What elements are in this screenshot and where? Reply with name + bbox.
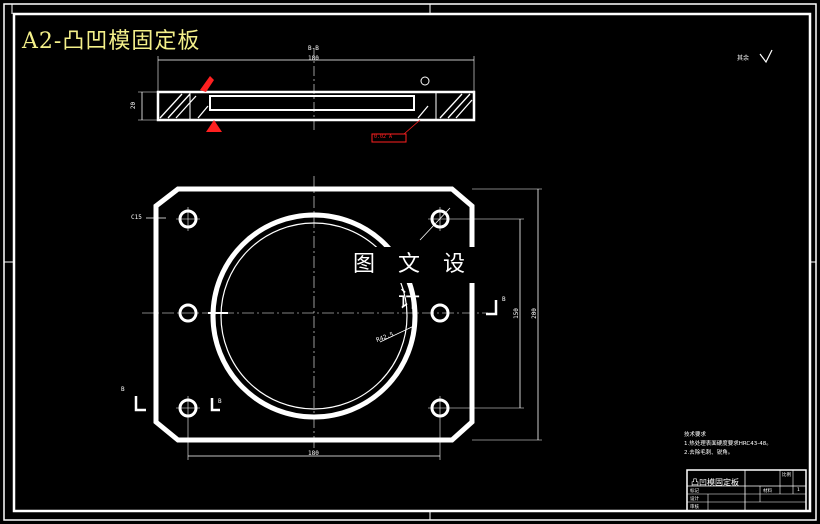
corner-note: 其余 (737, 55, 750, 62)
hole-mid-left (178, 303, 198, 323)
title-block-scale: 比例 (782, 473, 791, 478)
watermark-leader (419, 207, 451, 241)
notes-line-2: 2.去除毛刺、锐角。 (684, 450, 734, 456)
section-label: B-B (308, 45, 319, 52)
notes-title: 技术要求 (684, 432, 707, 438)
title-block-row3: 审核 (690, 505, 699, 510)
plate-outline (153, 186, 475, 443)
title-block-material: 材料 (763, 489, 772, 494)
technical-notes: 技术要求 1.热处理表面硬度要求HRC43-48。 2.去除毛刺、锐角。 (684, 431, 772, 458)
section-marker-right (486, 300, 498, 316)
title-block-name: 凸凹模固定板 (691, 478, 739, 487)
drawing-title: A2-凸凹模固定板 (22, 29, 201, 54)
roughness-symbol-bottom (206, 120, 222, 132)
section-mark-left-2: B (218, 398, 222, 405)
right-dimension-inner: 150 (512, 308, 520, 319)
tolerance-frame (371, 133, 407, 143)
section-marker-left-2 (210, 398, 220, 412)
bore-radius-leader (379, 325, 415, 343)
main-bore (210, 212, 418, 420)
datum-circle (420, 76, 430, 86)
notes-line-1: 1.热处理表面硬度要求HRC43-48。 (684, 441, 772, 447)
leader-to-tolerance (403, 119, 421, 135)
title-block (686, 469, 807, 512)
section-bore (209, 95, 415, 111)
roughness-symbol-top (200, 76, 214, 92)
section-mark-left: B (121, 386, 125, 393)
title-block-row2: 设计 (690, 497, 699, 502)
section-body (156, 90, 476, 122)
tolerance-text: 0.02 A (374, 134, 393, 140)
section-marker-left (134, 396, 146, 412)
section-top-dimension: 180 (308, 55, 319, 62)
section-hatch-right (417, 93, 473, 119)
watermark: 图 文 设 计 (337, 247, 489, 313)
section-side-dimension: 20 (130, 101, 138, 110)
right-dimension-outer: 200 (530, 308, 538, 319)
title-block-row1: 标记 (690, 489, 699, 494)
corner-roughness-symbol (759, 49, 773, 64)
section-mark-right: B (502, 296, 506, 303)
title-block-sheet: 1 (797, 488, 800, 493)
hole-mid-right (430, 303, 450, 323)
section-hatch-left (159, 93, 209, 119)
bottom-dimension: 180 (308, 450, 319, 457)
main-bore-inner (220, 222, 408, 410)
chamfer-label: C15 (131, 214, 142, 221)
